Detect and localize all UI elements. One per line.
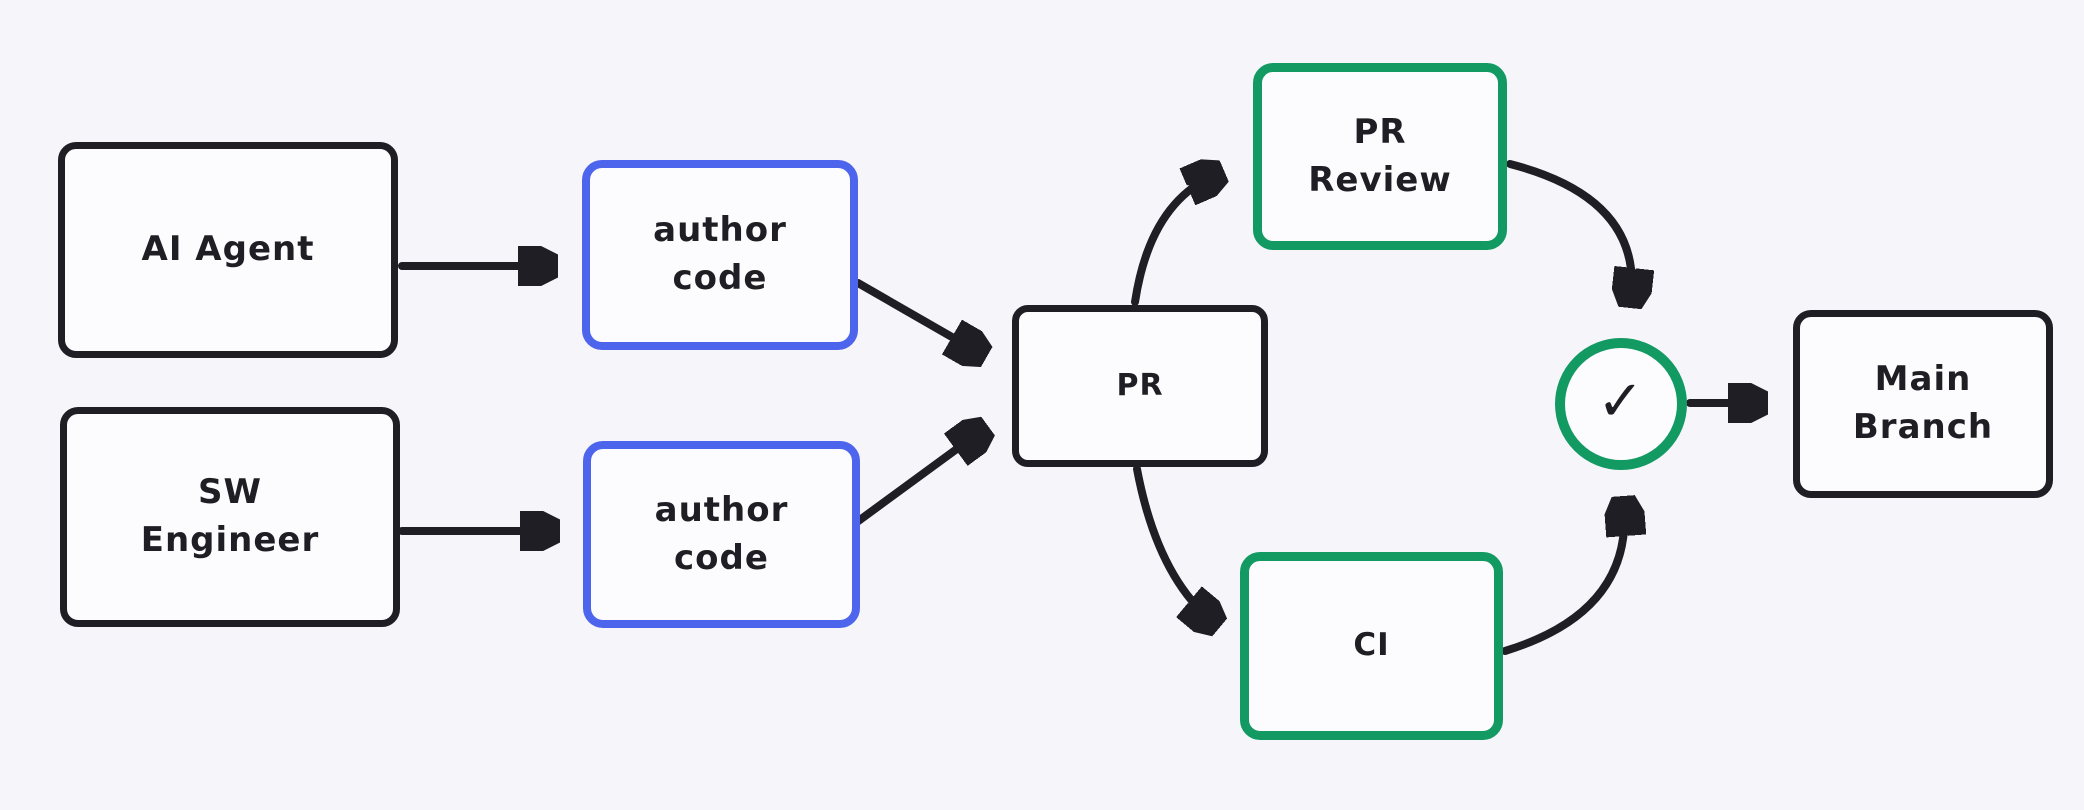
node-label: Branch	[1852, 407, 1994, 447]
node-main-branch[interactable]: Main Branch	[1793, 310, 2053, 498]
arrow-author-code-bottom-to-pr[interactable]	[853, 432, 980, 526]
node-sw-engineer[interactable]: SW Engineer	[60, 407, 400, 627]
node-approval-check[interactable]: ✓	[1555, 338, 1687, 470]
node-label: CI	[1353, 627, 1390, 664]
arrow-pr-review-to-check[interactable]	[1506, 160, 1632, 298]
node-author-code-bottom[interactable]: author code	[583, 441, 860, 628]
node-label: author	[654, 489, 789, 530]
node-label: Main	[1874, 359, 1972, 400]
node-pr-review[interactable]: PR Review	[1253, 63, 1507, 250]
node-label: code	[672, 258, 768, 298]
node-author-code-top[interactable]: author code	[582, 160, 858, 350]
node-label: AI Agent	[141, 229, 315, 270]
arrow-pr-to-pr-review[interactable]	[1131, 175, 1215, 306]
node-label: SW	[198, 472, 262, 513]
node-label: PR	[1353, 111, 1407, 152]
node-label: Engineer	[140, 520, 320, 560]
node-ci[interactable]: CI	[1240, 552, 1503, 740]
node-label: Review	[1308, 159, 1452, 200]
node-pr[interactable]: PR	[1012, 305, 1268, 467]
node-ai-agent[interactable]: AI Agent	[58, 142, 398, 358]
arrow-author-code-top-to-pr[interactable]	[854, 279, 978, 352]
node-label: PR	[1116, 368, 1164, 403]
checkmark-icon: ✓	[1597, 368, 1645, 434]
arrow-pr-to-ci[interactable]	[1133, 465, 1212, 621]
node-label: author	[653, 210, 787, 251]
node-label: code	[674, 537, 769, 578]
arrow-ci-to-check[interactable]	[1501, 506, 1624, 655]
